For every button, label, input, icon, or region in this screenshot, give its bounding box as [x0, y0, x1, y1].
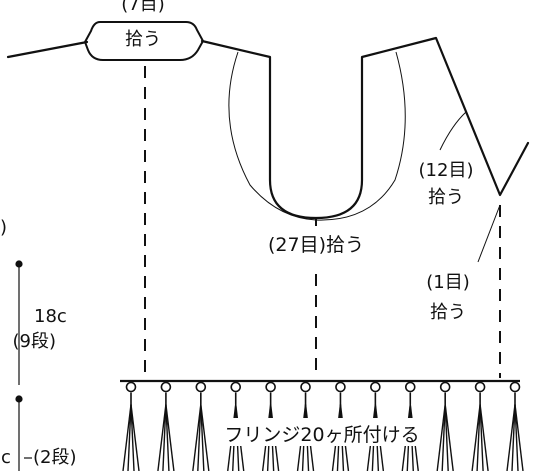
fringe-strand	[165, 404, 175, 471]
top-count-label: (7目)	[121, 0, 165, 15]
fringe-knot	[265, 381, 276, 393]
fringe-strand	[165, 404, 170, 471]
fringe-knot	[439, 381, 451, 393]
neck-leader-right	[315, 51, 406, 221]
fringe-strand	[200, 404, 205, 471]
fringe-strand	[514, 404, 524, 471]
fringe-strand	[157, 404, 167, 471]
fringe-strand	[511, 404, 516, 471]
dim-bottom-c-label: c	[1, 447, 11, 468]
fringe-knot	[370, 381, 381, 393]
dim-top-dot	[15, 260, 23, 268]
fringe-strand	[514, 404, 519, 471]
dashed-guides	[144, 66, 501, 378]
fringe-strand	[436, 404, 446, 471]
fringe-knot	[335, 381, 346, 393]
fringe-knot	[509, 381, 521, 393]
fringe-strand	[130, 404, 135, 471]
fringe-strand	[162, 404, 167, 471]
fringe-strand	[192, 404, 202, 471]
fringe-strand	[444, 404, 449, 471]
dim-rows-label: (9段)	[13, 331, 57, 352]
right-count-label: (12目)	[419, 160, 474, 181]
top-pickup-label: 拾う	[125, 29, 161, 50]
fringe-strand	[476, 404, 481, 471]
neckline-and-right-edge	[200, 36, 530, 220]
top-pickup-box	[83, 21, 205, 61]
fringe-knot	[125, 381, 137, 393]
fringe-strand	[471, 404, 481, 471]
fringe-strand	[479, 404, 484, 471]
fringe-strand	[200, 404, 210, 471]
fringe-knot	[300, 381, 311, 393]
fringe-strand	[441, 404, 446, 471]
fringe-strand	[479, 404, 489, 471]
fringe-knot	[474, 381, 486, 393]
left-paren-label: )	[0, 217, 7, 238]
fringe-knot	[404, 381, 416, 393]
fringe-knot	[230, 381, 242, 393]
right-edge-leader	[439, 111, 467, 151]
fringe-label: フリンジ20ヶ所付ける	[224, 424, 419, 446]
fringe-knot	[195, 381, 207, 393]
neck-pickup-label: (27目)拾う	[268, 234, 364, 256]
fringe-label-bg	[208, 418, 436, 446]
dim-bottom-rows-label: (2段)	[33, 447, 77, 468]
tip-pickup-label: 拾う	[430, 302, 466, 323]
dim-mid-dot	[15, 395, 23, 403]
tip-leader	[477, 204, 501, 263]
fringe-strand	[197, 404, 202, 471]
fringe-strand	[127, 404, 132, 471]
fringe-strand	[444, 404, 454, 471]
tip-count-label: (1目)	[426, 272, 470, 293]
dim-height-label: 18c	[34, 306, 67, 327]
garment-outline	[6, 36, 530, 220]
left-shoulder-line	[6, 40, 89, 59]
neck-leader-left	[228, 51, 317, 221]
pickup-leaders	[228, 51, 501, 263]
dimension-marker	[15, 260, 32, 471]
fringe-strand	[130, 404, 140, 471]
right-pickup-label: 拾う	[428, 187, 464, 208]
fringe-strand	[122, 404, 132, 471]
fringe-strand	[506, 404, 516, 471]
fringe-knot	[160, 381, 172, 393]
